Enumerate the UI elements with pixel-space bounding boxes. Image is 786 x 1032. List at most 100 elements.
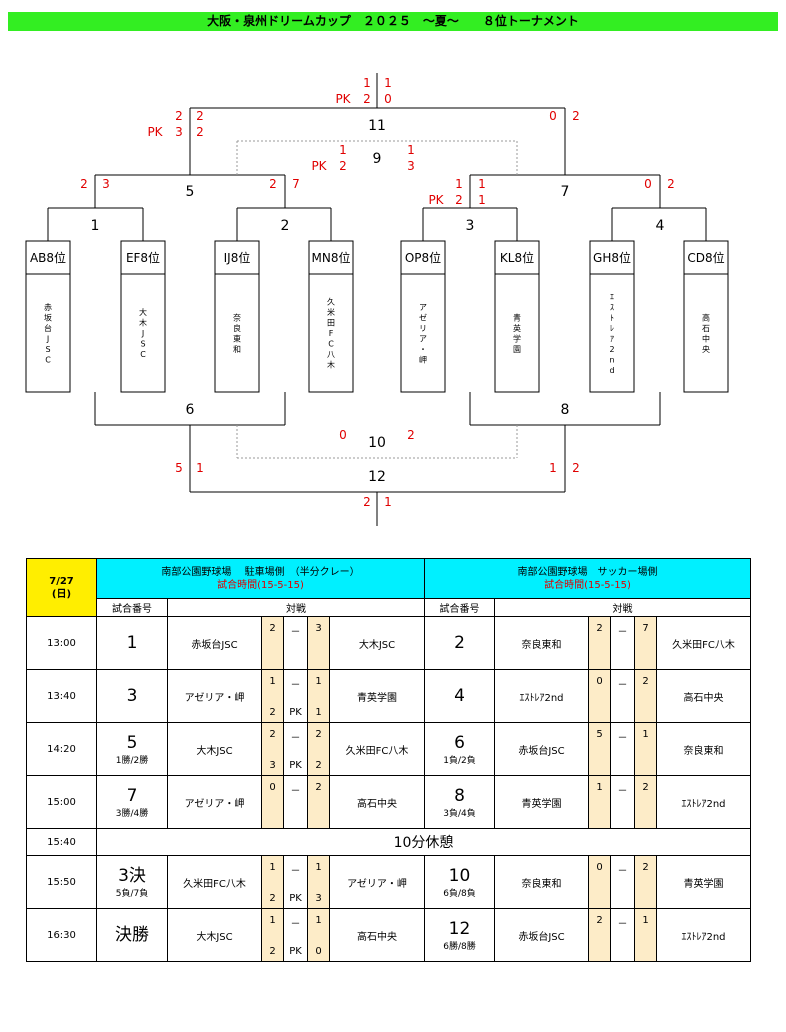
home-team: 青英学園 bbox=[494, 775, 589, 829]
team-name-char: 学 bbox=[513, 333, 521, 343]
team-name-char: ア bbox=[419, 334, 427, 343]
score-separator: － bbox=[283, 775, 308, 829]
home-score: 0 bbox=[588, 669, 611, 723]
team-seed: MN8位 bbox=[312, 250, 351, 265]
team-name-char: ア bbox=[419, 303, 427, 312]
team-name-char: n bbox=[609, 355, 614, 364]
home-team: 赤坂台JSC bbox=[494, 908, 589, 962]
page-title: 大阪・泉州ドリームカップ ２０２５ ～夏～ ８位トーナメント bbox=[8, 12, 778, 31]
game-source: 6負/8負 bbox=[443, 888, 476, 899]
pk-label: PK bbox=[335, 92, 351, 106]
game-number: 8 bbox=[454, 785, 465, 806]
team-name-char: 木 bbox=[139, 318, 147, 328]
score: 5 bbox=[175, 461, 183, 475]
team-name-char: C bbox=[45, 355, 51, 364]
score: 1 bbox=[384, 495, 392, 509]
break-label: 10分休憩 bbox=[96, 828, 751, 856]
score: 0 bbox=[644, 177, 652, 191]
game-source: 3負/4負 bbox=[443, 808, 476, 819]
team-seed: CD8位 bbox=[687, 250, 724, 265]
game-number: 5 bbox=[126, 732, 138, 753]
team-name-char: 久 bbox=[327, 297, 335, 307]
team-name-char: 台 bbox=[44, 323, 52, 333]
game-4-label: 4 bbox=[656, 218, 665, 234]
game-1-label: 1 bbox=[91, 218, 100, 234]
game-number: 10 bbox=[448, 865, 471, 886]
venue-a-header: 南部公園野球場 駐車場側 （半分クレー） 試合時間(15-5-15) bbox=[96, 558, 425, 599]
team-name-char: 岬 bbox=[419, 355, 427, 364]
team-seed: GH8位 bbox=[593, 250, 631, 265]
team-name-char: 中 bbox=[702, 333, 710, 343]
home-team: 奈良東和 bbox=[494, 855, 589, 909]
score: 2 bbox=[667, 177, 675, 191]
kickoff-time: 13:40 bbox=[26, 669, 97, 723]
score: 0 bbox=[339, 428, 347, 442]
game-number: 12 bbox=[448, 918, 471, 939]
game-source: 6勝/8勝 bbox=[443, 941, 476, 952]
home-score: 0 bbox=[261, 775, 284, 829]
venue-b-name: 南部公園野球場 サッカー場側 bbox=[517, 566, 658, 578]
away-team: 青英学園 bbox=[329, 669, 425, 723]
home-team: アゼリア・岬 bbox=[167, 669, 262, 723]
team-name-char: C bbox=[328, 340, 334, 349]
home-team: 大木JSC bbox=[167, 722, 262, 776]
away-team: アゼリア・岬 bbox=[329, 855, 425, 909]
col-match-a: 対戦 bbox=[167, 598, 425, 617]
team-name-char: 良 bbox=[233, 323, 241, 333]
game-5-label: 5 bbox=[186, 184, 195, 200]
kickoff-time: 14:20 bbox=[26, 722, 97, 776]
score: 2 bbox=[196, 109, 204, 123]
home-score: 2 bbox=[588, 616, 611, 670]
away-team: 青英学園 bbox=[656, 855, 751, 909]
score: 0 bbox=[549, 109, 557, 123]
team-name-char: ゼ bbox=[419, 312, 427, 322]
score-separator: － bbox=[610, 908, 635, 962]
game-source: 1負/2負 bbox=[443, 755, 476, 766]
team-name-char: ・ bbox=[419, 345, 427, 354]
team-name-char: S bbox=[140, 340, 145, 349]
game-number: 7 bbox=[126, 785, 138, 806]
venue-a-name: 南部公園野球場 駐車場側 （半分クレー） bbox=[161, 566, 360, 578]
away-score: 3 bbox=[307, 616, 330, 670]
away-score: 2 bbox=[634, 669, 657, 723]
team-name-char: 高 bbox=[702, 312, 710, 322]
kickoff-time: 15:00 bbox=[26, 775, 97, 829]
game-8-label: 8 bbox=[561, 402, 570, 418]
score: 2 bbox=[572, 461, 580, 475]
team-name-char: 園 bbox=[513, 345, 521, 354]
team-name-char: リ bbox=[419, 324, 427, 333]
game-7-label: 7 bbox=[561, 184, 570, 200]
score: 2 bbox=[572, 109, 580, 123]
score: 2 bbox=[175, 109, 183, 123]
game-number-cell: 4 bbox=[424, 669, 495, 723]
score: 1 bbox=[196, 461, 204, 475]
tournament-bracket: 11 9 5 7 1 2 3 4 6 8 10 12 1 1 PK 2 0 2 … bbox=[25, 73, 729, 526]
team-name-char: 木 bbox=[327, 360, 335, 370]
home-team: アゼリア・岬 bbox=[167, 775, 262, 829]
venue-a-time: 試合時間(15-5-15) bbox=[217, 579, 304, 591]
home-team: 赤坂台JSC bbox=[167, 616, 262, 670]
score: 1 bbox=[455, 177, 463, 191]
score-separator: － bbox=[283, 616, 308, 670]
game-source: 5負/7負 bbox=[115, 888, 149, 899]
game-number-cell: 8 3負/4負 bbox=[424, 775, 495, 829]
team-name-char: 赤 bbox=[44, 303, 52, 312]
game-number-cell: 2 bbox=[424, 616, 495, 670]
game-number-cell: 12 6勝/8勝 bbox=[424, 908, 495, 962]
score: 1 bbox=[478, 177, 486, 191]
team-name-char: 英 bbox=[513, 323, 521, 333]
